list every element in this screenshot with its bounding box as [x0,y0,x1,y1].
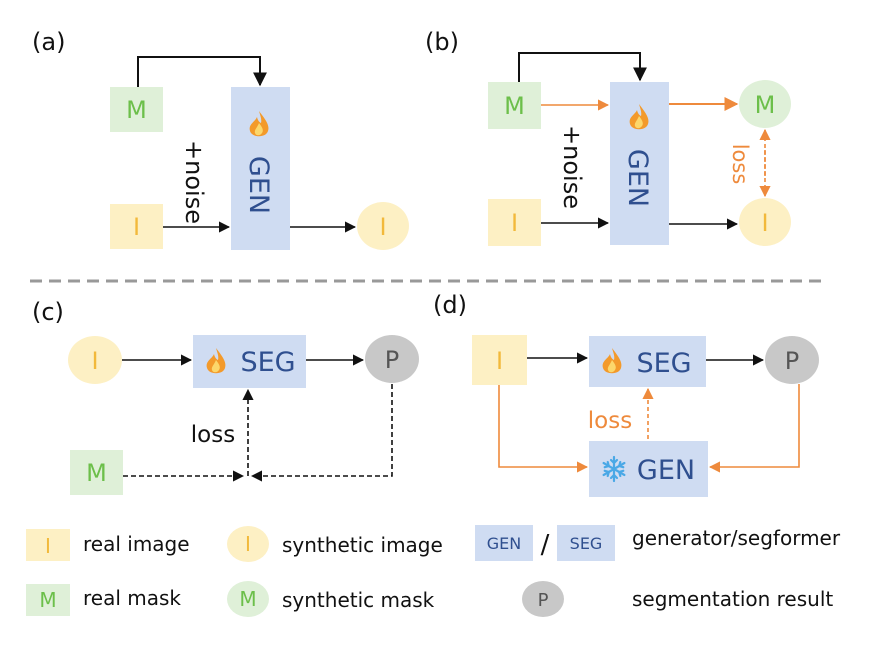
legend-synthetic-image-swatch-text: I [245,532,251,556]
legend-real-mask-label: real mask [83,586,181,610]
panel-d: (d) I SEG P GEN loss [433,291,819,497]
panel-d-label: (d) [433,291,467,319]
legend-pred-swatch [522,581,564,617]
legend-pred-swatch-text: P [538,590,549,611]
panel-a-real-mask-box [110,87,163,132]
panel-d-image-to-gen-arrow [498,385,589,473]
panel-c-real-mask-text: M [86,459,107,487]
panel-b-synthetic-mask [739,80,791,128]
panel-a: (a) M I GEN +noise I [32,28,409,250]
legend-real-image-swatch-text: I [45,534,51,558]
panel-c-loss-label: loss [191,422,235,448]
panel-b-synthetic-mask-text: M [755,91,776,119]
panel-b-synthetic-image-text: I [761,209,768,237]
panel-b: (b) M I GEN +noise M I loss [425,28,791,246]
legend-synthetic-image-label: synthetic image [282,533,443,557]
panel-d-loss-label: loss [588,408,632,434]
panel-c-pred-text: P [385,346,399,374]
panel-d-real-image-box [472,335,527,385]
panel-a-real-image-box [110,204,163,249]
panel-d-gen-text: GEN [637,455,695,486]
panel-a-real-mask-text: M [126,96,147,124]
panel-c: (c) I SEG P M loss [32,298,419,495]
panel-c-pred [365,335,419,383]
panel-b-synthetic-image [739,198,791,246]
panel-b-mask-to-gen-arrow [518,52,647,82]
panel-a-noise-label: +noise [180,140,208,224]
panel-d-gen-box [589,441,708,497]
panel-b-real-mask-text: M [504,92,525,120]
panel-b-real-image-box [488,199,541,246]
panel-d-pred [765,336,819,384]
legend-gen-swatch [475,525,533,561]
legend-seg-swatch [557,525,615,561]
panel-c-seg-text: SEG [240,347,295,378]
panel-c-synthetic-image-text: I [91,347,98,375]
panel-c-real-mask-box [70,450,123,495]
panel-b-real-mask-box [488,82,541,129]
panel-d-real-image-text: I [496,347,503,375]
panel-d-pred-to-gen-arrow [708,384,800,473]
panel-b-label: (b) [425,28,459,56]
legend-gen-seg-label: generator/segformer [632,526,841,550]
legend-real-mask-swatch-text: M [39,588,56,612]
legend-seg-swatch-text: SEG [570,534,603,553]
legend-seg-result-label: segmentation result [632,587,833,611]
panel-b-gen-box [610,82,669,245]
legend-synthetic-image-swatch [227,526,269,562]
panel-a-real-image-text: I [133,213,140,241]
panel-c-synthetic-image [68,336,122,384]
panel-b-gen-text: GEN [622,149,653,207]
panel-b-noise-label: +noise [558,125,586,209]
legend-real-image-label: real image [83,532,190,556]
panel-c-label: (c) [32,298,64,326]
legend-slash: / [541,530,550,560]
legend-synthetic-mask-swatch [227,581,269,617]
panel-b-real-image-text: I [511,209,518,237]
panel-a-synthetic-image-text: I [379,213,386,241]
legend-real-mask-swatch [26,584,70,616]
panel-a-synthetic-image [357,202,409,250]
panel-d-seg-text: SEG [636,348,691,379]
panel-a-label: (a) [32,28,65,56]
panel-a-mask-to-gen-arrow [137,56,267,87]
legend-synthetic-mask-label: synthetic mask [282,588,435,612]
panel-d-pred-text: P [785,347,799,375]
panel-a-gen-text: GEN [243,156,274,214]
legend-gen-swatch-text: GEN [487,534,521,553]
panel-c-pred-to-loss-arrow [250,384,393,482]
panel-b-loss-label: loss [728,144,752,185]
legend-real-image-swatch [26,529,70,561]
legend: I real image M real mask I synthetic ima… [26,525,841,617]
legend-synthetic-mask-swatch-text: M [239,587,256,611]
